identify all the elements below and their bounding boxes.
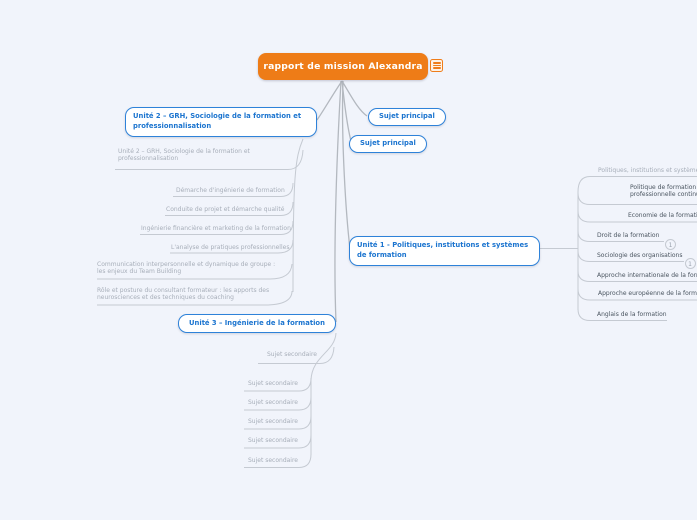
ghost-sujet-secondaire-1[interactable]: Sujet secondaire	[248, 380, 298, 387]
leaf-economie[interactable]: Economie de la formation	[628, 212, 697, 219]
node-sujet-principal-2-label: Sujet principal	[360, 139, 416, 148]
leaf-anglais[interactable]: Anglais de la formation	[597, 310, 667, 318]
node-unite-2-label: Unité 2 – GRH, Sociologie de la formatio…	[133, 112, 302, 130]
ghost-child-role-posture[interactable]: Rôle et posture du consultant formateur …	[97, 287, 270, 301]
leaf-approche-europeenne[interactable]: Approche européenne de la formation	[598, 290, 697, 297]
node-unite-1-label: Unité 1 - Politiques, institutions et sy…	[357, 241, 529, 259]
ghost-child-ingenierie-financiere[interactable]: Ingénierie financière et marketing de la…	[141, 224, 291, 232]
leaf-approche-internationale[interactable]: Approche internationale de la formation	[597, 271, 697, 279]
ghost-node-unite-2[interactable]: Unité 2 – GRH, Sociologie de la formatio…	[118, 148, 250, 162]
ghost-sujet-secondaire-5[interactable]: Sujet secondaire	[248, 456, 298, 464]
root-node[interactable]: rapport de mission Alexandra	[258, 53, 428, 80]
ghost-child-analyse-pratiques[interactable]: L'analyse de pratiques professionnelles	[171, 243, 290, 251]
root-node-label: rapport de mission Alexandra	[263, 61, 423, 72]
leaf-politiques-institutions[interactable]: Politiques, institutions et systèmes de …	[598, 167, 697, 174]
ghost-sujet-secondaire-0[interactable]: Sujet secondaire	[267, 351, 317, 358]
node-sujet-principal-1[interactable]: Sujet principal	[368, 108, 446, 126]
ghost-sujet-secondaire-4[interactable]: Sujet secondaire	[248, 437, 298, 444]
ghost-sujet-secondaire-2[interactable]: Sujet secondaire	[248, 399, 298, 406]
leaf-politique-formation[interactable]: Politique de formation – formation profe…	[630, 184, 697, 198]
node-sujet-principal-2[interactable]: Sujet principal	[349, 135, 427, 153]
ghost-child-communication[interactable]: Communication interpersonnelle et dynami…	[97, 261, 276, 275]
children-count-badge-droit[interactable]: 1	[665, 239, 676, 250]
children-count-badge-sociologie[interactable]: 1	[684, 257, 696, 269]
node-sujet-principal-1-label: Sujet principal	[379, 112, 435, 121]
notes-icon[interactable]	[430, 59, 443, 72]
leaf-sociologie[interactable]: Sociologie des organisations	[597, 251, 683, 259]
ghost-child-demarche[interactable]: Démarche d'ingénierie de formation	[176, 186, 285, 194]
node-unite-3[interactable]: Unité 3 – Ingénierie de la formation	[178, 314, 336, 333]
node-unite-1[interactable]: Unité 1 - Politiques, institutions et sy…	[349, 236, 540, 266]
node-unite-2[interactable]: Unité 2 – GRH, Sociologie de la formatio…	[125, 107, 317, 137]
ghost-sujet-secondaire-3[interactable]: Sujet secondaire	[248, 418, 298, 425]
leaf-droit[interactable]: Droit de la formation	[597, 231, 660, 239]
node-unite-3-label: Unité 3 – Ingénierie de la formation	[189, 318, 325, 327]
ghost-child-conduite[interactable]: Conduite de projet et démarche qualité	[166, 205, 285, 213]
